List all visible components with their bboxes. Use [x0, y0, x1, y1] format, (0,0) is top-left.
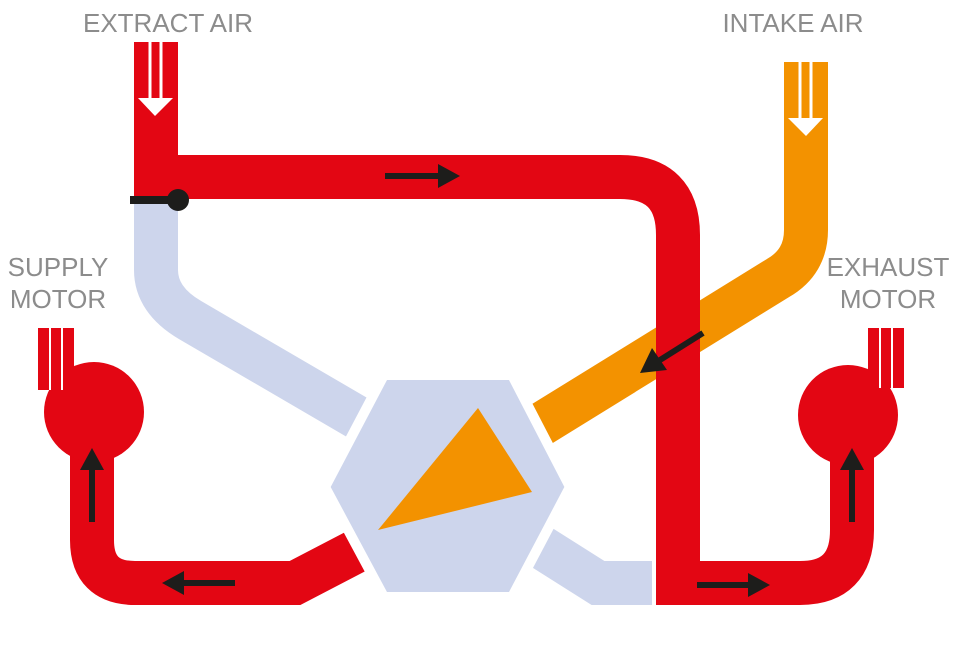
heat-transfer-triangle — [378, 408, 532, 530]
intake-air-label: INTAKE AIR — [722, 8, 863, 38]
intake-down-arrow-icon — [798, 62, 813, 120]
flow-arrow-supply-up-icon — [80, 448, 104, 522]
flow-arrow-exhaust-right-icon — [697, 573, 770, 597]
flow-arrow-left-icon — [162, 571, 235, 595]
supply-outlet — [38, 328, 74, 390]
exhaust-duct-cool — [518, 521, 652, 605]
supply-motor-label-2: MOTOR — [10, 284, 106, 314]
flow-arrow-right-icon — [385, 164, 460, 188]
extract-air-label: EXTRACT AIR — [83, 8, 253, 38]
extract-arrowhead-icon — [138, 98, 173, 116]
intake-duct — [528, 62, 828, 444]
flow-arrow-exhaust-up-icon — [840, 448, 864, 522]
damper-icon — [130, 189, 189, 211]
exhaust-motor — [798, 365, 898, 465]
extract-duct — [134, 42, 700, 605]
extract-down-arrow-icon — [148, 42, 163, 100]
exhaust-outlet — [868, 328, 904, 388]
supply-duct — [70, 440, 379, 605]
exhaust-motor-label-2: MOTOR — [840, 284, 936, 314]
supply-motor-label-1: SUPPLY — [8, 252, 109, 282]
exhaust-duct — [656, 440, 874, 605]
supply-duct-cool — [134, 200, 382, 445]
exhaust-motor-label-1: EXHAUST — [827, 252, 950, 282]
intake-arrowhead-icon — [788, 118, 823, 136]
flow-arrow-intake-icon — [640, 330, 705, 373]
